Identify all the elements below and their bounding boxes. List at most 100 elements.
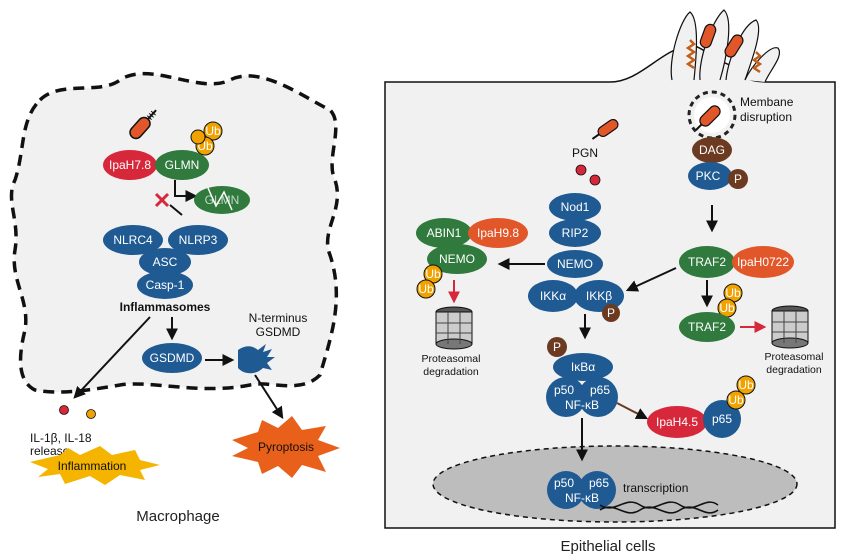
ikka-label: IKKα bbox=[540, 289, 566, 303]
ipah4-5-node bbox=[647, 406, 707, 438]
ipah4-5-label: IpaH4.5 bbox=[656, 415, 698, 429]
ipah9-8-label: IpaH9.8 bbox=[477, 226, 519, 240]
ub-label: Ub bbox=[418, 282, 434, 296]
nterm-label-line1: N-terminus bbox=[249, 311, 308, 325]
ub-label: Ub bbox=[425, 267, 441, 281]
microvilli bbox=[670, 9, 780, 83]
red-x-icon bbox=[154, 192, 170, 208]
asc-node bbox=[139, 248, 191, 276]
nlrc4-label: NLRC4 bbox=[113, 233, 153, 247]
dna-strand-icon bbox=[599, 501, 719, 509]
phospho-ikba-icon bbox=[547, 337, 567, 357]
ub-label: Ub bbox=[728, 393, 744, 407]
asc-label: ASC bbox=[153, 255, 178, 269]
bacterium-icon bbox=[591, 118, 619, 140]
ikba-node bbox=[553, 353, 613, 381]
ikba-label: IκBα bbox=[571, 360, 595, 374]
inflammation-label: Inflammation bbox=[58, 459, 127, 473]
nlrp3-label: NLRP3 bbox=[179, 233, 218, 247]
nfkb-label: NF-κB bbox=[565, 398, 599, 412]
ipah0722-node bbox=[732, 246, 794, 278]
traf2-label: TRAF2 bbox=[688, 255, 726, 269]
pgn-dot bbox=[575, 164, 587, 176]
nuc-p65-label: p65 bbox=[589, 476, 609, 490]
ipah7-8-label: IpaH7.8 bbox=[109, 158, 151, 172]
epithelial-caption: Epithelial cells bbox=[560, 538, 655, 555]
bacterium-icon bbox=[129, 109, 157, 140]
transcription-label: transcription bbox=[623, 481, 688, 495]
nuc-nfkb-label: NF-κB bbox=[565, 491, 599, 505]
phospho-ikkb-icon bbox=[602, 304, 620, 322]
il18-dot bbox=[86, 409, 96, 419]
p50-label: p50 bbox=[554, 383, 574, 397]
bacterium-icon bbox=[724, 34, 744, 58]
ipah0722-label: IpaH0722 bbox=[737, 255, 789, 269]
proteasomal1-label-line1: Proteasomal bbox=[422, 353, 481, 365]
casp1-label: Casp-1 bbox=[146, 278, 185, 292]
inflammasomes-label: Inflammasomes bbox=[120, 300, 211, 314]
phospho-label: P bbox=[607, 306, 615, 320]
dag-node bbox=[692, 137, 732, 163]
ipah7-8-node bbox=[103, 150, 157, 180]
p65-to-ipah45-arrow bbox=[616, 402, 649, 420]
membrane-label-line2: disruption bbox=[740, 110, 792, 124]
ipah9-8-node bbox=[468, 218, 528, 248]
traf2b-label: TRAF2 bbox=[688, 320, 726, 334]
epithelial-panel: Membane disruption DAG PKC P TRAF2 IpaH0… bbox=[384, 9, 836, 555]
p65-target-node bbox=[703, 400, 741, 438]
ub-label: Ub bbox=[725, 286, 741, 300]
rip2-label: RIP2 bbox=[562, 226, 589, 240]
nuclear-nfkb-complex: p50 p65 NF-κB bbox=[547, 471, 616, 509]
bacterium-icon bbox=[695, 105, 721, 131]
degradation-lightning-icon bbox=[207, 187, 233, 211]
proteasomal2-label-line1: Proteasomal bbox=[765, 351, 824, 363]
phospho-label: P bbox=[734, 172, 742, 186]
macrophage-panel: Ub Ub IpaH7.8 GLMN GLMN NLRC4 NLRP3 ASC bbox=[9, 71, 340, 525]
nlrc4-node bbox=[103, 225, 163, 255]
ub-chain: Ub Ub bbox=[190, 121, 223, 156]
nemo-label: NEMO bbox=[557, 257, 593, 271]
membrane-label-line1: Membane bbox=[740, 95, 794, 109]
nfkb-complex: p50 p65 NF-κB bbox=[546, 377, 618, 417]
nlrp3-node bbox=[168, 225, 228, 255]
il-release-label-line2: release bbox=[30, 444, 70, 458]
traf2-node bbox=[679, 246, 735, 278]
nemo-target-node bbox=[427, 244, 487, 274]
to-il-release-arrow bbox=[73, 316, 151, 399]
glmn-label: GLMN bbox=[165, 158, 200, 172]
rip2-node bbox=[549, 219, 601, 247]
nterm-label-line2: GSDMD bbox=[256, 325, 301, 339]
il-release-label-line1: IL-1β, IL-18 bbox=[30, 431, 92, 445]
pyroptosis-burst bbox=[232, 416, 340, 478]
dna-strand-icon bbox=[599, 506, 719, 514]
bacterium-icon bbox=[699, 23, 717, 49]
traf2-to-ikk-arrow bbox=[625, 267, 677, 292]
il1b-dot bbox=[59, 405, 69, 415]
ikkb-label: IKKβ bbox=[586, 289, 612, 303]
proteasome-icon bbox=[771, 305, 809, 349]
inhibition-bar bbox=[169, 204, 183, 216]
p65-label: p65 bbox=[590, 383, 610, 397]
to-pyroptosis-arrow bbox=[254, 374, 284, 420]
phospho-label: P bbox=[553, 340, 561, 354]
nod1-label: Nod1 bbox=[561, 200, 590, 214]
gsdmd-label: GSDMD bbox=[150, 351, 195, 365]
nemo-target-label: NEMO bbox=[439, 252, 475, 266]
glmn-degradation-arrow bbox=[174, 180, 198, 202]
inflammation-burst bbox=[30, 446, 160, 485]
casp1-node bbox=[137, 271, 193, 299]
ikkb-node bbox=[574, 280, 624, 312]
ub-label: Ub bbox=[205, 124, 221, 138]
proteasome-icon bbox=[435, 306, 473, 350]
ub-label: Ub bbox=[719, 301, 735, 315]
glmn-degraded-label: GLMN bbox=[205, 193, 240, 207]
macrophage-caption: Macrophage bbox=[136, 508, 219, 525]
pkc-node bbox=[688, 162, 732, 190]
pyroptosis-label: Pyroptosis bbox=[258, 440, 314, 454]
dag-label: DAG bbox=[699, 143, 725, 157]
proteasomal1-label-line2: degradation bbox=[423, 366, 479, 378]
ub-icon bbox=[416, 279, 436, 299]
nterm-gsdmd-icon bbox=[238, 344, 275, 374]
